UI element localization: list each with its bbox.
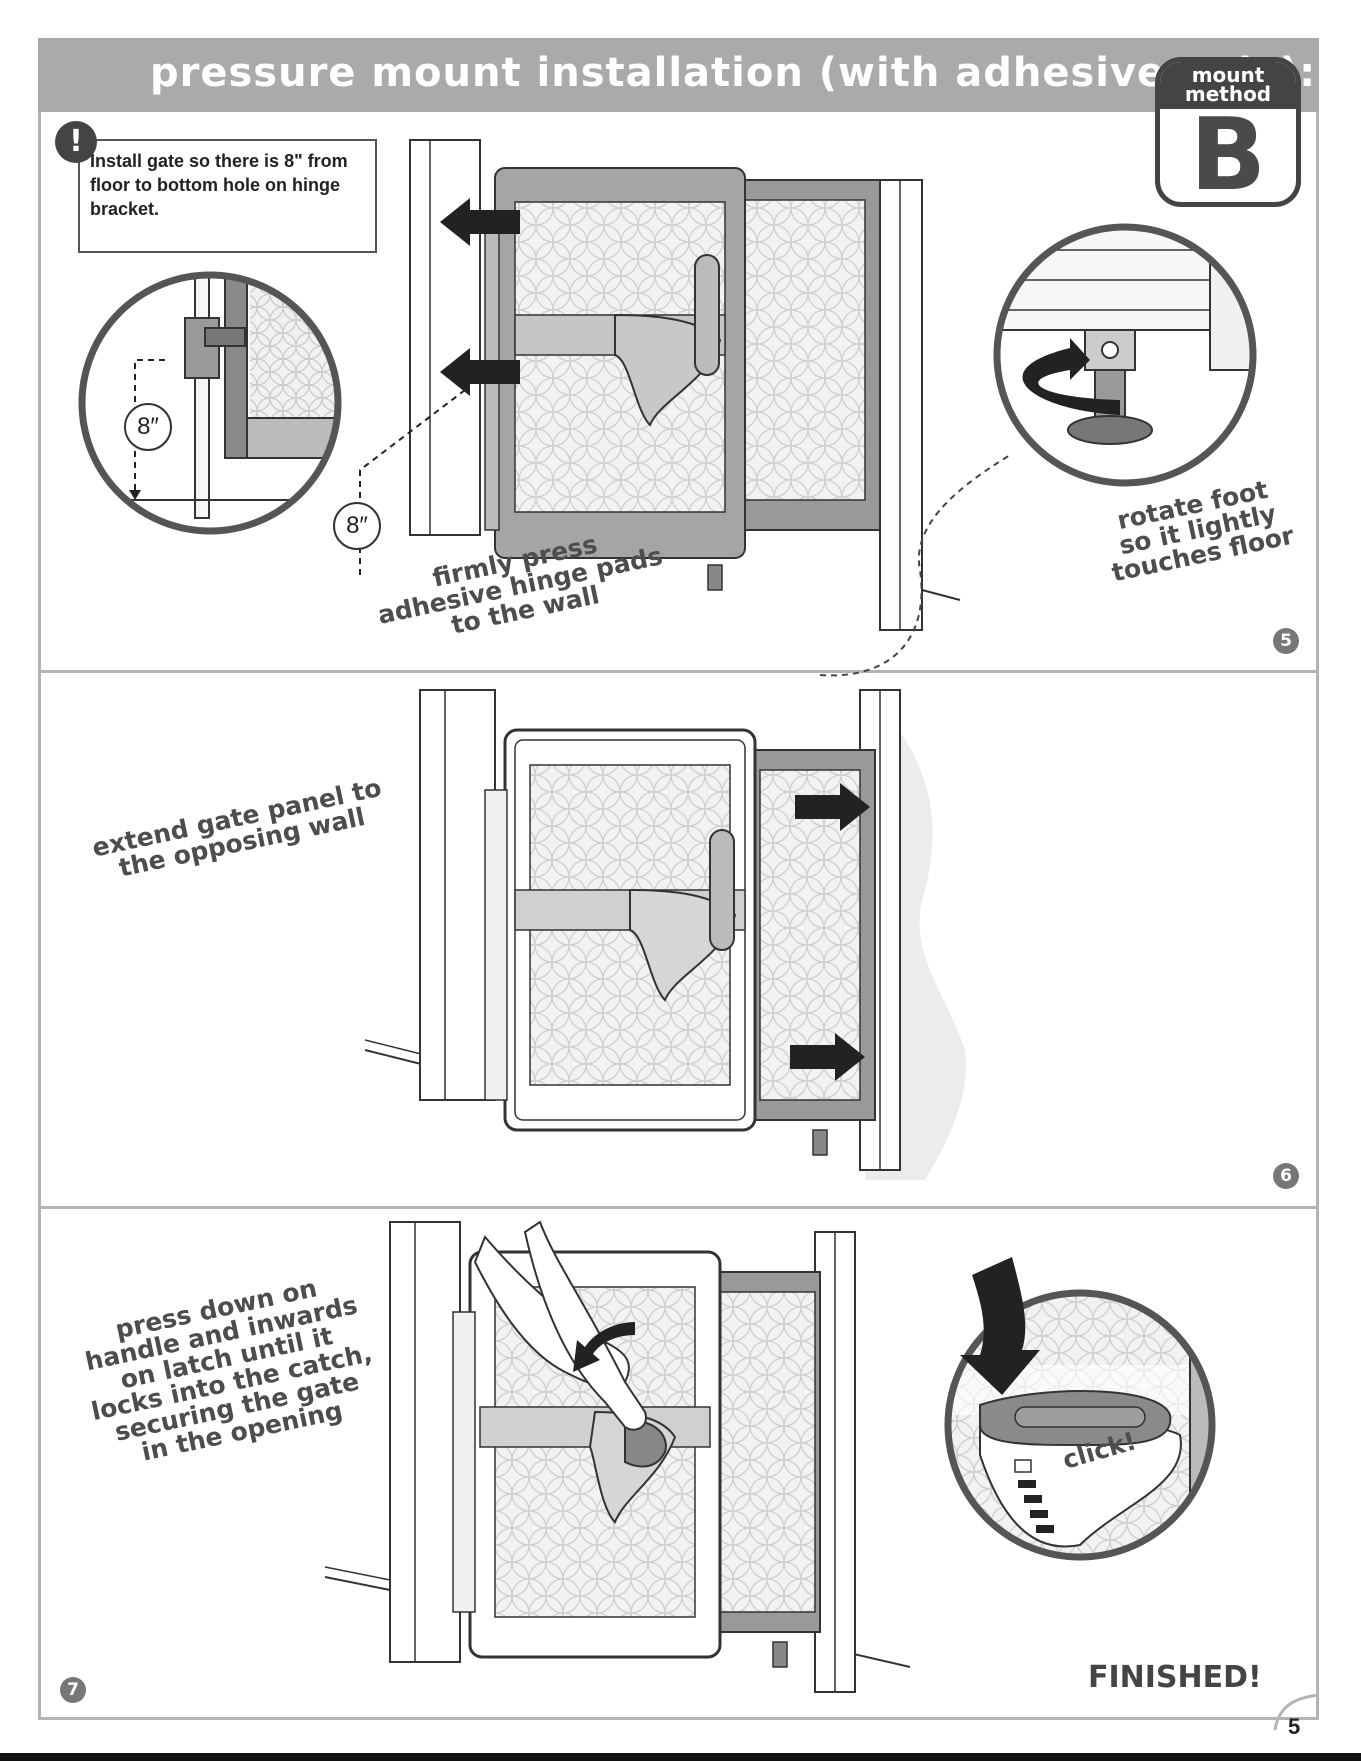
measurement-label: 8″ bbox=[333, 502, 381, 550]
latch-detail-illustration bbox=[944, 1257, 1216, 1561]
warning-note: Install gate so there is 8" from floor t… bbox=[78, 139, 377, 253]
header-bar bbox=[38, 38, 1319, 112]
gate-illustration-step6 bbox=[364, 689, 966, 1180]
badge-label: mount method bbox=[1160, 62, 1296, 109]
gate-illustration-step7 bbox=[324, 1220, 911, 1693]
section-divider bbox=[41, 670, 1316, 673]
exclamation-icon: ! bbox=[55, 121, 97, 163]
page-number: 5 bbox=[1288, 1714, 1301, 1739]
page-corner-tab bbox=[1273, 1693, 1320, 1731]
gate-illustration-step5 bbox=[359, 139, 961, 631]
measurement-label: 8″ bbox=[124, 403, 172, 451]
step-number: 5 bbox=[1273, 628, 1299, 654]
finished-label: FINISHED! bbox=[1088, 1660, 1262, 1695]
page-title: pressure mount installation (with adhesi… bbox=[150, 50, 1317, 96]
badge-line-1: mount bbox=[1191, 63, 1265, 87]
step-number: 7 bbox=[60, 1677, 86, 1703]
step-number: 6 bbox=[1273, 1163, 1299, 1189]
badge-letter: B bbox=[1189, 96, 1267, 207]
hinge-detail-illustration bbox=[78, 271, 342, 535]
badge-line-2: method bbox=[1184, 82, 1272, 106]
mount-method-badge: mount method B bbox=[1155, 57, 1301, 207]
section-divider bbox=[41, 1206, 1316, 1209]
foot-detail-illustration bbox=[819, 223, 1257, 677]
bottom-rule bbox=[0, 1753, 1361, 1761]
